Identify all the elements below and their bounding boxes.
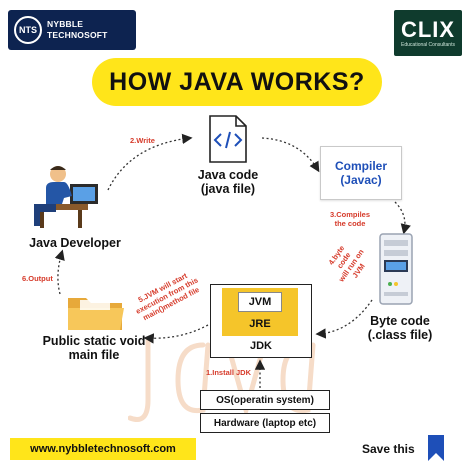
arrow-write — [107, 133, 193, 191]
clix-logo: CLIX Educational Consultants — [394, 10, 462, 56]
arrow-output — [54, 249, 65, 295]
java-code-line2: (java file) — [200, 182, 256, 196]
step-1-install-jdk: 1.Install JDK — [206, 368, 252, 377]
step-6-output: 6.Output — [22, 274, 53, 283]
website-link[interactable]: www.nybbletechnosoft.com — [10, 438, 196, 460]
java-developer-label: Java Developer — [29, 236, 121, 250]
nts-name-line2: TECHNOSOFT — [47, 30, 108, 40]
step-3-compiles: 3.Compiles the code — [330, 210, 370, 228]
os-box: OS(operatin system) — [200, 390, 330, 410]
clix-logo-word: CLIX — [400, 16, 456, 42]
java-code-line1: Java code — [197, 168, 259, 182]
code-file-icon — [209, 115, 247, 163]
compiler-line1: Compiler — [334, 159, 387, 173]
byte-code-label: Byte code (.class file) — [344, 314, 456, 342]
folder-icon — [68, 298, 124, 330]
arrow-execute — [143, 324, 209, 344]
page-title: HOW JAVA WORKS? — [109, 67, 365, 96]
arrow-compiles — [394, 201, 411, 235]
byte-code-line1: Byte code — [370, 314, 430, 328]
main-file-line1: Public static void — [42, 334, 146, 348]
step-2-write: 2.Write — [130, 136, 155, 145]
hardware-box: Hardware (laptop etc) — [200, 413, 330, 433]
jdk-label: JDK — [249, 340, 272, 352]
main-file-label: Public static void main file — [24, 334, 164, 362]
nts-logo-name: NYBBLE TECHNOSOFT — [47, 19, 108, 41]
compiler-box: Compiler (Javac) — [320, 146, 402, 200]
save-this-label[interactable]: Save this — [362, 442, 415, 456]
clix-logo-subtitle: Educational Consultants — [401, 41, 455, 48]
bookmark-icon[interactable] — [426, 434, 446, 462]
main-file-line2: main file — [68, 348, 120, 362]
arrow-to-compiler — [261, 137, 320, 173]
jvm-box: JVM — [238, 292, 282, 312]
step-3-line1: 3.Compiles — [330, 210, 371, 219]
jre-label: JRE — [249, 318, 271, 330]
nts-name-line1: NYBBLE — [47, 19, 84, 29]
developer-icon — [34, 166, 98, 228]
step-3-line2: the code — [334, 219, 366, 228]
nts-logo-mark: NTS — [14, 16, 42, 44]
arrow-run-on-jvm — [315, 299, 373, 339]
compiler-line2: (Javac) — [340, 173, 382, 187]
server-icon — [379, 233, 413, 305]
java-code-label: Java code (java file) — [178, 168, 278, 196]
nybble-technosoft-logo: NTS NYBBLE TECHNOSOFT — [8, 10, 136, 50]
title-banner: HOW JAVA WORKS? — [92, 58, 382, 106]
byte-code-line2: (.class file) — [367, 328, 433, 342]
